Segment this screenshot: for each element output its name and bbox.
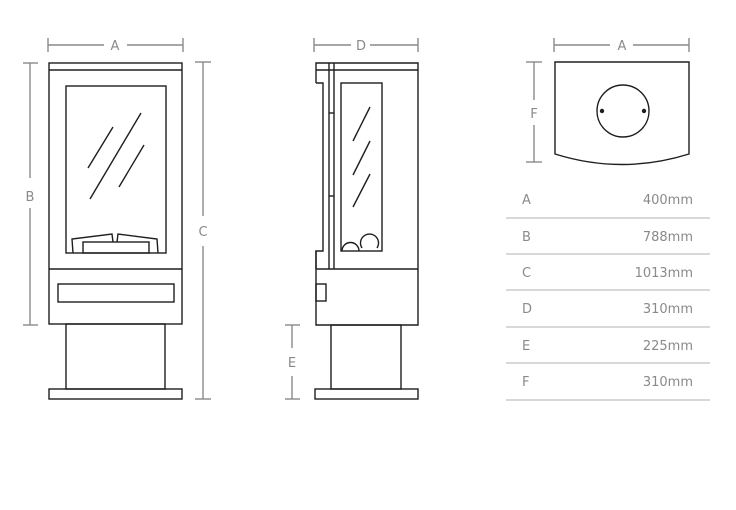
glass-reflection: [87, 112, 145, 200]
glass-door: [65, 85, 167, 254]
row-value: 225mm: [643, 339, 693, 354]
dimension-label-a: A: [111, 39, 120, 54]
side-base-plate: [314, 388, 419, 400]
fixing-hole: [599, 108, 605, 114]
row-label: C: [522, 266, 531, 281]
side-control: [315, 283, 327, 302]
table-row: D 310mm: [506, 302, 710, 328]
flue-outlet: [596, 84, 650, 138]
dimension-c: C: [195, 61, 211, 400]
table-row: B 788mm: [506, 230, 710, 255]
dimension-label-e: E: [288, 356, 296, 371]
drawer: [57, 283, 175, 303]
front-view: A B C: [23, 38, 211, 400]
row-label: F: [522, 375, 529, 390]
top-view: A F: [526, 38, 690, 166]
stove-body: [48, 62, 183, 325]
table-row: C 1013mm: [506, 266, 710, 291]
base-plate: [48, 388, 183, 400]
row-label: D: [522, 302, 532, 317]
row-value: 310mm: [643, 375, 693, 390]
row-label: A: [522, 193, 531, 208]
side-glass: [340, 82, 383, 252]
row-value: 310mm: [643, 302, 693, 317]
dimension-label-c: C: [198, 225, 207, 240]
table-row: A 400mm: [506, 193, 710, 219]
top-outline: [554, 61, 690, 166]
glass-reflection: [352, 106, 371, 208]
row-label: B: [522, 230, 531, 245]
dimension-a-front: A: [47, 38, 184, 54]
table-row: F 310mm: [506, 375, 710, 401]
side-view: D E: [285, 38, 419, 400]
dimension-label-b: B: [26, 190, 35, 205]
dimension-e: E: [285, 324, 300, 400]
row-label: E: [522, 339, 530, 354]
dimension-b: B: [23, 62, 38, 326]
pedestal: [65, 323, 166, 390]
side-body: [315, 62, 419, 326]
fixing-hole: [641, 108, 647, 114]
logs: [71, 233, 159, 254]
row-value: 1013mm: [635, 266, 693, 281]
dimension-d: D: [313, 38, 419, 54]
dimension-table: A 400mm B 788mm C 1013mm D 310mm E 225mm…: [506, 193, 710, 401]
dimension-label-d: D: [356, 39, 366, 54]
dimension-f: F: [526, 61, 542, 163]
table-row: E 225mm: [506, 339, 710, 364]
fuel-pebbles: [341, 233, 380, 252]
dimension-a-top: A: [553, 38, 690, 54]
row-value: 788mm: [643, 230, 693, 245]
dimension-label-a-top: A: [618, 39, 627, 54]
dimension-label-f: F: [530, 107, 537, 122]
row-value: 400mm: [643, 193, 693, 208]
side-pedestal: [330, 324, 402, 390]
